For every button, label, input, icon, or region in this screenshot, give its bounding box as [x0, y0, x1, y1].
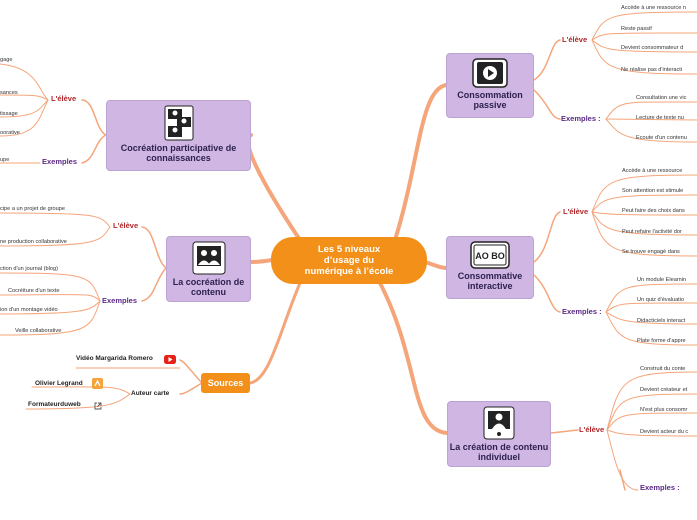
leaf-item: Son attention est stimule — [622, 188, 684, 194]
sources-title: Sources — [207, 378, 244, 388]
leaf-item: N'est plus consomr — [640, 407, 688, 413]
leaf-item: Veille collaborative — [15, 328, 62, 334]
leaf-item: ion d'un montage vidéo — [0, 307, 58, 313]
source-link[interactable]: Vidéo Margarida Romero — [76, 355, 153, 362]
label-exemples: Exemples : — [562, 307, 602, 316]
leaf-item: Reste passif — [621, 26, 652, 32]
source-link[interactable]: Olivier Legrand — [35, 380, 83, 387]
label-exemples: Exemples — [42, 157, 78, 166]
leaf-item: Devient créateur et — [640, 387, 688, 393]
tablet-quiz-icon: AO BO — [470, 241, 510, 269]
leaf-item: Accède à une ressource — [622, 168, 683, 174]
leaf-item: Plate forme d'appre — [637, 338, 686, 344]
leaf-item: Un quiz d'évaluatio — [637, 297, 685, 303]
blogger-icon[interactable] — [92, 378, 103, 389]
node-sources[interactable]: Sources — [201, 373, 250, 393]
leaf-item: Devient acteur du c — [640, 429, 689, 435]
leaf-item: upe — [0, 157, 10, 163]
leaf-item: Lecture de texte nu — [636, 115, 684, 121]
node-title: La création de contenu individuel — [449, 442, 549, 462]
label-eleve: L'élève — [51, 94, 77, 103]
collaboration-icon — [192, 241, 225, 275]
label-exemples: Exemples : — [640, 483, 680, 492]
leaf-item: Se trouve engagé dans — [622, 249, 680, 255]
group-people-icon — [164, 105, 193, 141]
video-player-icon — [472, 58, 508, 88]
label-eleve: L'élève — [113, 221, 139, 230]
youtube-icon[interactable] — [164, 355, 176, 364]
leaf-item: ne production collaborative — [0, 239, 67, 245]
leaf-item: Devient consommateur d — [621, 45, 684, 51]
central-topic[interactable]: Les 5 niveaux d’usage du numérique à l’é… — [271, 237, 427, 284]
source-link[interactable]: Formateurduweb — [28, 401, 81, 408]
leaf-item: Ecoute d'un contenu — [636, 135, 687, 141]
leaf-item: cipe a un projet de groupe — [0, 206, 65, 212]
svg-text:AO BO: AO BO — [475, 251, 505, 261]
node-consommation-passive[interactable]: Consommation passive — [446, 53, 534, 118]
leaf-item: Construit du conte — [640, 366, 686, 372]
leaf-item: Peut refaire l'activité dor — [622, 229, 682, 235]
leaf-item: Peut faire des choix dans — [622, 208, 685, 214]
node-title: Consommative interactive — [457, 271, 523, 291]
leaf-item: oorative — [0, 130, 20, 136]
leaf-item: tissage — [0, 111, 18, 117]
label-exemples: Exemples — [102, 296, 138, 305]
leaf-item: Un module Elearnin — [637, 277, 687, 283]
node-title: La cocréation de contenu — [172, 277, 245, 297]
person-screen-icon — [483, 406, 515, 440]
leaf-item: gage — [0, 57, 13, 63]
label-eleve: L'élève — [563, 207, 589, 216]
leaf-item: Cocréiture d'un texte — [8, 288, 60, 294]
label-eleve: L'élève — [579, 425, 605, 434]
node-title: Cocréation participative de connaissance… — [120, 143, 237, 163]
leaf-item: Ne réalise pas d'interacti — [621, 67, 683, 73]
leaf-item: ction d'un journal (blog) — [0, 266, 58, 272]
node-cocreation-connaissances[interactable]: Cocréation participative de connaissance… — [106, 100, 251, 171]
auteur-carte-label: Auteur carte — [131, 390, 170, 397]
label-eleve: L'élève — [562, 35, 588, 44]
node-consommation-interactive[interactable]: AO BO Consommative interactive — [446, 236, 534, 299]
central-topic-title: Les 5 niveaux d’usage du numérique à l’é… — [304, 244, 394, 277]
label-exemples: Exemples : — [561, 114, 601, 123]
external-link-icon[interactable] — [94, 402, 102, 410]
leaf-item: Accède à une ressource n — [621, 5, 686, 11]
node-title: Consommation passive — [457, 90, 523, 110]
leaf-item: sances — [0, 90, 18, 96]
leaf-item: Consultation une vic — [636, 95, 687, 101]
node-cocreation-contenu[interactable]: La cocréation de contenu — [166, 236, 251, 302]
leaf-item: Didacticiels interact — [637, 318, 686, 324]
node-creation-contenu[interactable]: La création de contenu individuel — [447, 401, 551, 467]
